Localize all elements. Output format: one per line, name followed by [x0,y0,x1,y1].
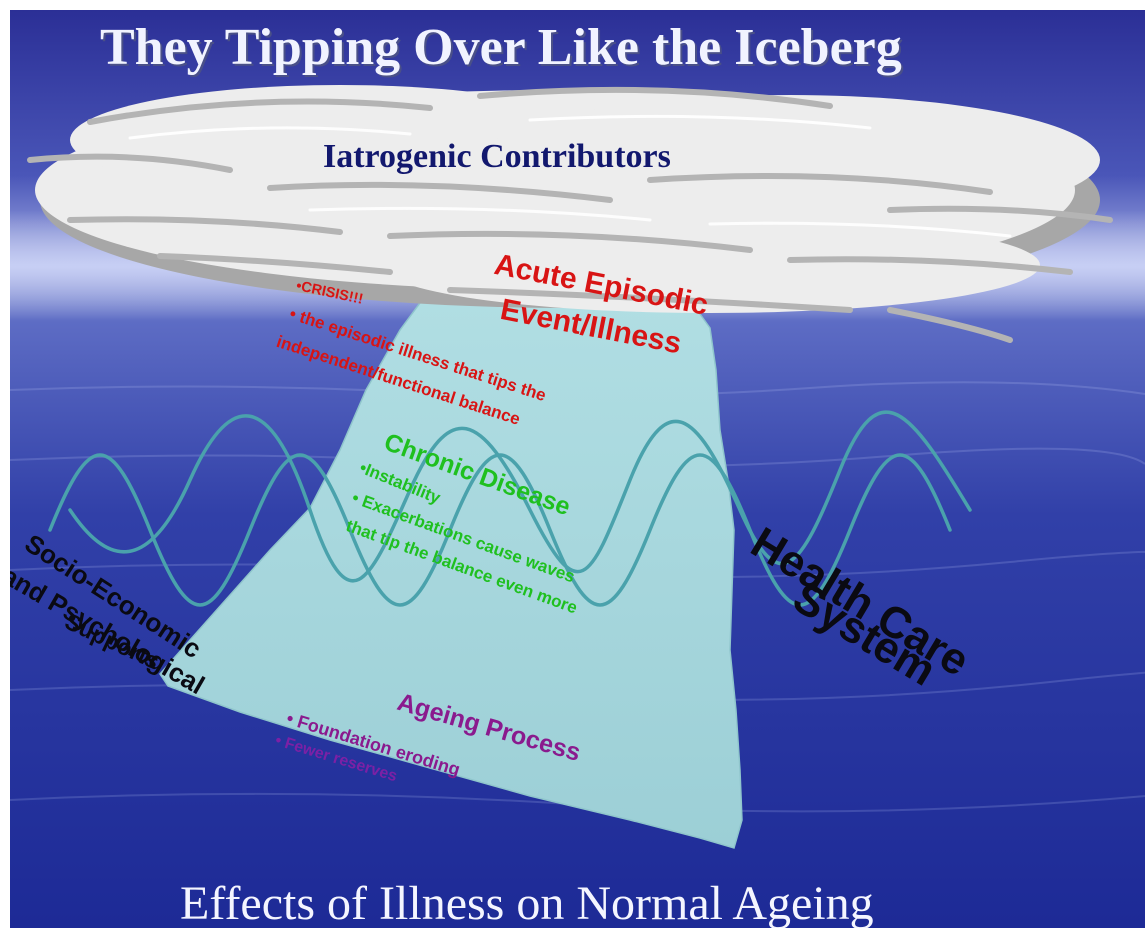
iatrogenic-label: Iatrogenic Contributors [323,138,671,176]
slide-footer: Effects of Illness on Normal Ageing [180,876,874,928]
slide-title: They Tipping Over Like the Iceberg [100,18,902,77]
slide: They Tipping Over Like the Iceberg Iatro… [10,10,1145,928]
